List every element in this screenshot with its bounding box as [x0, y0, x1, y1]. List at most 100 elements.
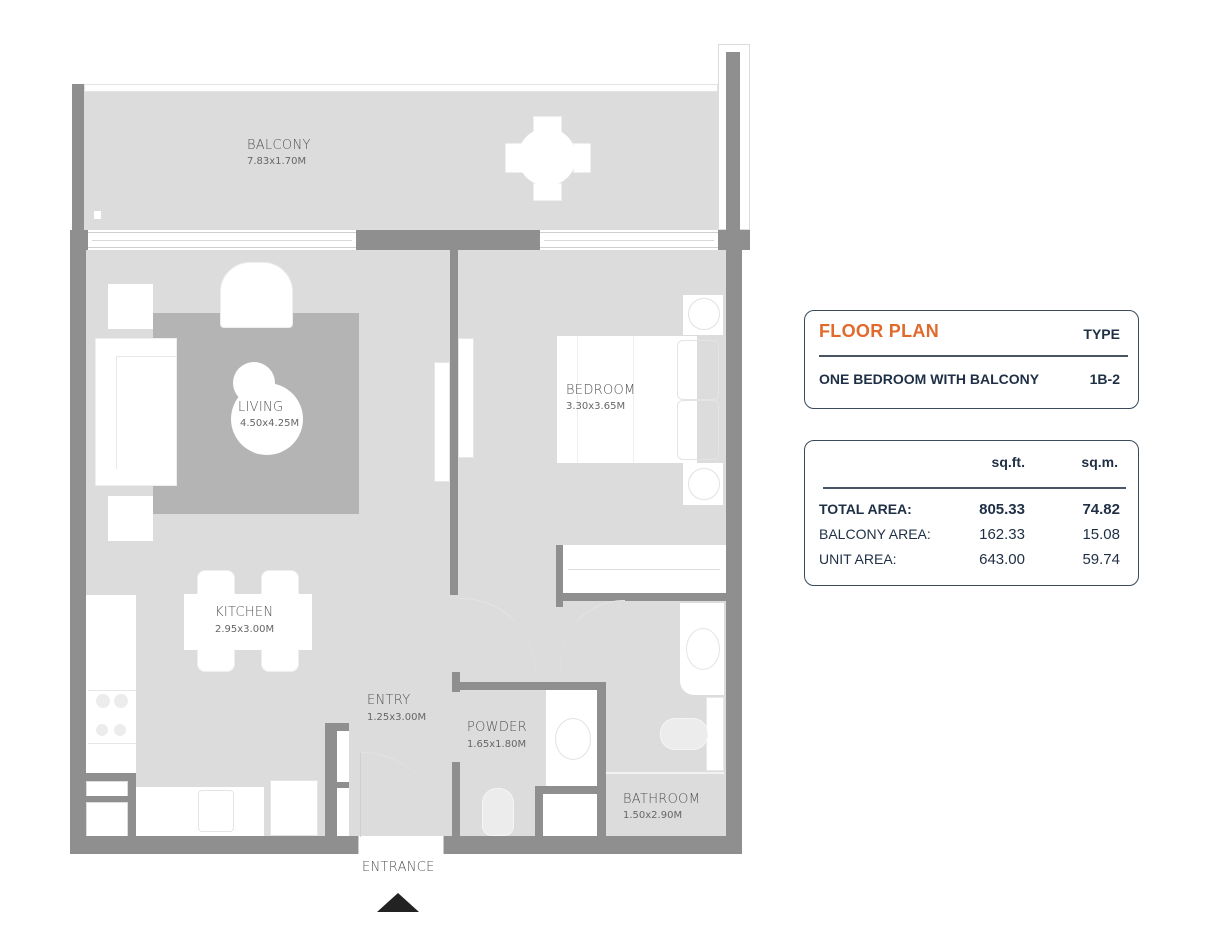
kitchen-appliance: [270, 780, 318, 836]
balcony-dimensions: 7.83x1.70M: [247, 156, 307, 167]
entrance-label: ENTRANCE: [362, 860, 435, 875]
burner-4: [114, 724, 126, 736]
powder-wall-top: [452, 682, 606, 690]
entry-dimensions: 1.25x3.00M: [367, 712, 427, 723]
entry-label: ENTRY: [367, 693, 411, 708]
wardrobe-rail: [568, 569, 720, 570]
partition-living-bedroom: [450, 250, 458, 595]
sqft-header: sq.ft.: [991, 454, 1025, 470]
living-side-table-top: [108, 284, 153, 329]
sink-icon: [198, 790, 234, 832]
kitchen-column-mid: [86, 796, 128, 802]
balcony-right-wall: [726, 52, 740, 242]
dining-chair-2: [261, 570, 299, 596]
wardrobe-wall-bottom: [556, 593, 726, 601]
sqm-header: sq.m.: [1081, 454, 1118, 470]
powder-shaft: [543, 794, 597, 836]
floor-plan: BALCONY 7.83x1.70M LIVING 4.50x4.25M BED…: [70, 44, 750, 912]
bathroom-toilet-icon: [660, 718, 708, 750]
living-sofa: [95, 338, 177, 486]
area-row-unit: UNIT AREA: 643.00 59.74: [805, 551, 1138, 573]
kitchen-label: KITCHEN: [215, 605, 274, 620]
area-sqm: 74.82: [1082, 501, 1120, 518]
window-bedroom: [540, 232, 718, 248]
wardrobe-wall-left: [556, 545, 563, 607]
balcony-label: BALCONY: [247, 138, 311, 153]
kitchen-counter-bottom: [136, 787, 264, 836]
kitchen-dimensions: 2.95x3.00M: [215, 624, 275, 635]
area-sqft: 162.33: [979, 526, 1025, 543]
powder-door-jamb-left: [452, 672, 460, 692]
unit-description: ONE BEDROOM WITH BALCONY: [819, 371, 1040, 387]
burner-1: [96, 694, 110, 708]
lamp-top-icon: [688, 298, 720, 330]
living-armchair: [220, 262, 293, 328]
kitchen-counter-left: [86, 595, 136, 773]
dining-chair-4: [261, 648, 299, 672]
powder-wall-right: [597, 682, 606, 836]
bedroom-dimensions: 3.30x3.65M: [566, 401, 626, 412]
kitchen-cabinet-low: [87, 803, 127, 836]
kitchen-column-v: [128, 773, 136, 836]
balcony-table: [518, 128, 576, 186]
area-sqm: 59.74: [1082, 551, 1120, 568]
bedroom-label: BEDROOM: [566, 383, 636, 398]
living-side-table-bottom: [108, 496, 153, 541]
powder-shaft-wall-v: [535, 786, 543, 836]
floor-plan-title: FLOOR PLAN: [819, 321, 939, 341]
powder-wall-left: [452, 762, 460, 836]
area-sqft: 643.00: [979, 551, 1025, 568]
bed-pillow-2: [677, 400, 719, 460]
area-panel: sq.ft. sq.m. TOTAL AREA: 805.33 74.82 BA…: [804, 440, 1139, 586]
area-label: TOTAL AREA:: [819, 501, 912, 517]
bathroom-tub-line: [606, 772, 724, 774]
tv-unit-living: [434, 362, 450, 482]
cooktop-icon: [88, 690, 136, 744]
balcony-railing: [84, 84, 718, 92]
exterior-wall-bottom-right: [444, 836, 742, 854]
bed-pillow-1: [677, 340, 719, 400]
area-sqft: 805.33: [979, 501, 1025, 518]
lamp-bottom-icon: [688, 468, 720, 500]
burner-3: [96, 724, 108, 736]
floor-plan-type-panel: FLOOR PLAN TYPE ONE BEDROOM WITH BALCONY…: [804, 310, 1139, 409]
entry-wall-left-cap: [325, 723, 349, 731]
dining-chair-1: [197, 570, 235, 596]
dining-chair-3: [197, 648, 235, 672]
exterior-wall-bottom-left: [70, 836, 358, 854]
bathroom-label: BATHROOM: [623, 792, 701, 807]
area-label: UNIT AREA:: [819, 551, 897, 567]
living-coffee-table: [231, 383, 303, 455]
entry-closet-divider: [337, 782, 349, 788]
entrance-arrow-icon: [377, 893, 419, 912]
bathroom-dimensions: 1.50x2.90M: [623, 810, 683, 821]
unit-type-code: 1B-2: [1089, 371, 1120, 387]
kitchen-column-h: [86, 773, 136, 781]
exterior-wall-right: [726, 230, 742, 854]
living-label: LIVING: [238, 400, 284, 415]
powder-label: POWDER: [467, 720, 527, 735]
entry-wall-left: [325, 723, 337, 836]
powder-toilet-icon: [482, 788, 514, 836]
powder-basin-icon: [555, 718, 591, 760]
area-sqm: 15.08: [1082, 526, 1120, 543]
powder-dimensions: 1.65x1.80M: [467, 739, 527, 750]
balcony-drain: [94, 211, 101, 219]
exterior-wall-left: [70, 230, 86, 854]
bathroom-shower-panel: [706, 697, 724, 771]
balcony-left-wall: [72, 84, 84, 234]
living-dimensions: 4.50x4.25M: [240, 418, 300, 429]
bathroom-basin-icon: [686, 628, 720, 670]
tv-unit-bedroom: [458, 338, 474, 458]
burner-2: [114, 694, 128, 708]
dining-table: [184, 594, 312, 650]
powder-shaft-wall: [535, 786, 597, 794]
area-label: BALCONY AREA:: [819, 526, 931, 542]
area-row-balcony: BALCONY AREA: 162.33 15.08: [805, 526, 1138, 548]
area-panel-divider: [823, 487, 1126, 489]
entrance-door-gap: [358, 836, 444, 854]
type-header: TYPE: [1083, 326, 1120, 342]
bed: [557, 336, 697, 463]
kitchen-cabinet-small: [87, 782, 127, 796]
sofa-cushion-lines: [116, 356, 177, 469]
